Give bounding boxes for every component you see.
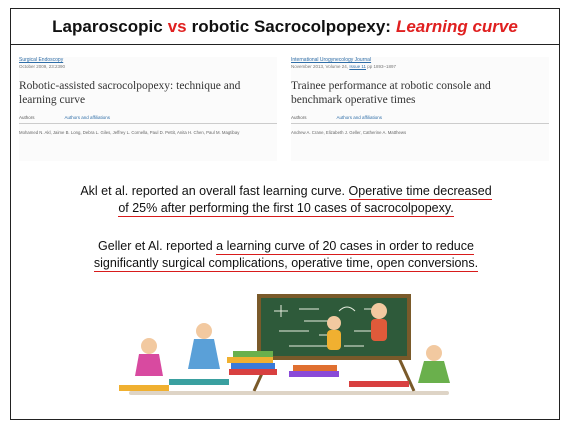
journal-link[interactable]: Surgical Endoscopy	[19, 57, 64, 63]
book-stacks	[119, 351, 449, 395]
geller-summary: Geller et Al. reported a learning curve …	[93, 239, 479, 272]
underlined-text: significantly surgical complications, op…	[93, 256, 479, 272]
authors-tab[interactable]: Authors	[19, 115, 35, 120]
affiliations-tab[interactable]: Authors and affiliations	[64, 115, 110, 120]
child-figures	[135, 303, 450, 383]
underlined-text: of 25% after performing the first 10 cas…	[118, 201, 454, 217]
underlined-text: a learning curve of 20 cases in order to…	[216, 239, 474, 255]
article-title: Robotic-assisted sacrocolpopexy: techniq…	[19, 80, 241, 106]
author-list: Mohamed N. Akl, Jaime B. Long, Debra L. …	[19, 130, 240, 135]
journal-link[interactable]: International Urogynecology Journal	[291, 57, 372, 63]
reference-geller: International Urogynecology Journal Nove…	[291, 57, 549, 161]
title-robotic: robotic Sacrocolpopexy:	[191, 16, 391, 36]
underlined-text: Operative time decreased	[348, 184, 492, 200]
issue-link[interactable]: Issue 11	[349, 64, 366, 69]
authors-tab[interactable]: Authors	[291, 115, 307, 120]
author-tabs: Authors Authors and affiliations	[19, 115, 277, 124]
slide-title: Laparoscopic vs robotic Sacrocolpopexy: …	[11, 9, 559, 45]
slide: Laparoscopic vs robotic Sacrocolpopexy: …	[10, 8, 560, 420]
title-learning-curve: Learning curve	[395, 16, 518, 36]
article-title: Trainee performance at robotic console a…	[291, 80, 491, 106]
kids-studying-illustration	[119, 294, 450, 395]
title-laparoscopic: Laparoscopic	[52, 16, 163, 36]
author-list: Andrew A. Crane, Elizabeth J. Geller, Ca…	[291, 130, 407, 135]
author-tabs: Authors Authors and affiliations	[291, 115, 549, 124]
reference-akl: Surgical Endoscopy October 2009, 23:2390…	[19, 57, 277, 161]
akl-summary: Akl et al. reported an overall fast lear…	[80, 184, 492, 217]
publication-date: October 2009, 23:2390	[19, 64, 66, 69]
title-vs: vs	[167, 16, 187, 36]
affiliations-tab[interactable]: Authors and affiliations	[336, 115, 382, 120]
publication-date: November 2013, Volume 24, Issue 11 pp 18…	[291, 64, 397, 69]
